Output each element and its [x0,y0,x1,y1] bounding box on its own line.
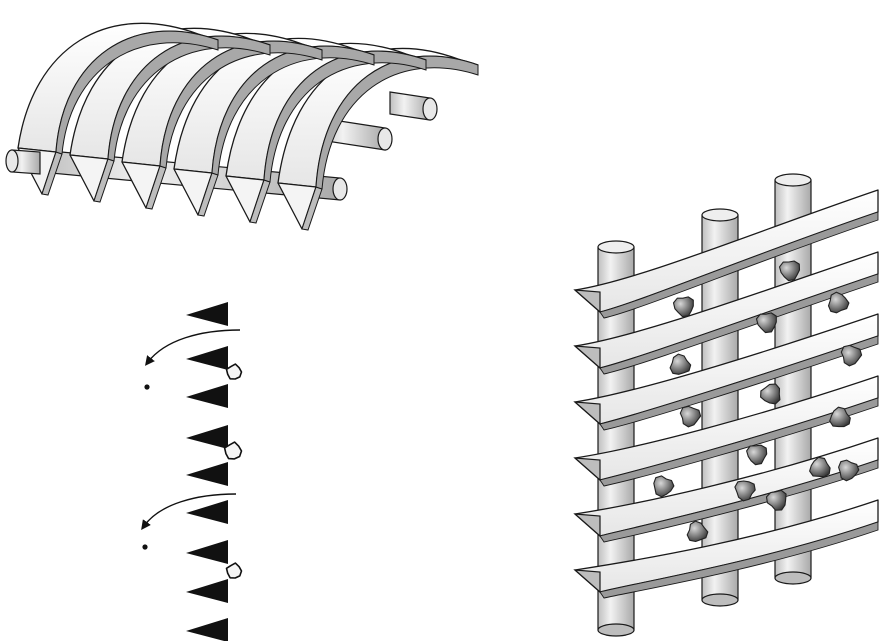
trapped-particle [760,383,781,405]
trapped-particle [653,475,675,498]
fine-particle [144,384,150,390]
trapped-particle [734,480,756,502]
trapped-particle [827,291,850,314]
wedge-bar-side [159,40,323,169]
wedge-bar-section [186,540,228,564]
retained-particle [225,363,243,380]
trapped-particle [755,312,777,334]
wedge-bar-side [55,30,219,155]
wedge-bar-side [599,335,879,431]
retained-particle [225,562,243,579]
wedge-bar-face [573,401,601,426]
rod-end-cap [701,593,739,607]
trapped-particle [672,296,694,318]
wedge-bar-side [599,521,879,599]
wedge-bar-section [186,384,228,408]
trapped-particle [686,520,709,543]
trapped-particle [809,456,831,478]
rod-end-cap [332,177,348,201]
rod-end-cap [5,149,19,173]
wedge-bar-side [599,397,879,487]
wedge-bar-section [186,618,228,641]
wedge-bar-face [573,289,601,314]
trapped-particle [829,406,851,428]
trapped-particle [778,260,801,282]
wedge-bar-side [599,211,879,319]
trapped-particle [679,405,702,428]
rod-end-cap [774,571,812,585]
flow-arrow [145,329,241,366]
screen-clogged-panel [573,173,879,637]
retained-particle [223,441,243,460]
rod-end-cap [774,173,812,187]
wedge-bar-side [107,35,271,162]
rod-end-cap [377,127,393,151]
wedge-bar-section [186,500,228,524]
wedge-bar-face [573,457,601,482]
flow-cross-section [141,302,243,641]
wedge-bar-side [599,273,879,375]
rod-end-cap [597,240,635,254]
trapped-particle [765,489,787,511]
wedge-bar-side [315,55,479,190]
rod-end-cap [701,208,739,222]
trapped-particle [838,459,860,482]
wedge-bar-section [186,302,228,326]
wedge-bar-section [186,579,228,603]
trapped-particle [746,444,768,466]
wedge-bar-section [186,346,228,370]
rod-end-cap [597,623,635,637]
screen-section-curved [5,22,479,231]
flow-arrow [141,493,237,530]
trapped-particle [669,353,692,375]
wedge-bar-side [599,459,879,543]
trapped-particle [840,344,863,367]
wedge-bar-face [573,513,601,538]
fine-particle [142,544,148,550]
rod-end-cap [422,97,438,121]
wedge-bar-side [263,50,427,183]
wedge-bar-section [186,462,228,486]
wedge-bar-face [573,569,601,594]
wedge-bar-side [211,45,375,176]
wedge-bar-face [573,345,601,370]
wedge-bar-section [186,425,228,449]
